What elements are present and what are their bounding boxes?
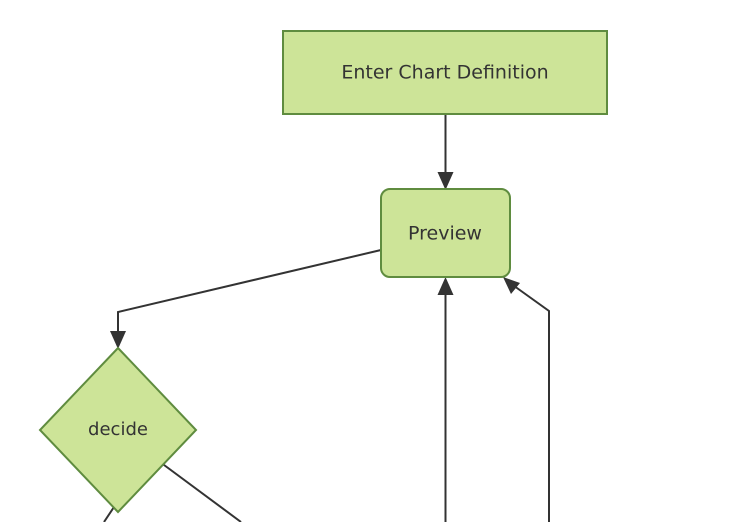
node-enter-chart-definition[interactable]: Enter Chart Definition <box>282 30 608 115</box>
node-label-preview: Preview <box>408 223 482 245</box>
node-preview[interactable]: Preview <box>380 188 511 278</box>
edge-preview-to-decide <box>110 249 382 349</box>
node-shape-diamond <box>38 346 198 514</box>
node-shape-rectangle <box>282 30 608 115</box>
arrow-head-icon <box>437 277 454 295</box>
arrow-head-icon <box>503 277 520 294</box>
arrow-head-icon <box>437 172 454 190</box>
node-decide[interactable]: decide <box>38 346 198 514</box>
arrow-head-icon <box>110 331 126 349</box>
node-label-enter-chart-definition: Enter Chart Definition <box>341 62 548 84</box>
node-shape-rounded-rectangle <box>380 188 511 278</box>
edge-right-return-to-preview <box>503 277 550 522</box>
edge-decide-right-out <box>159 461 242 522</box>
node-label-decide: decide <box>88 419 148 440</box>
edge-left-return-to-preview <box>437 277 454 522</box>
edge-enter-to-preview <box>437 114 454 190</box>
